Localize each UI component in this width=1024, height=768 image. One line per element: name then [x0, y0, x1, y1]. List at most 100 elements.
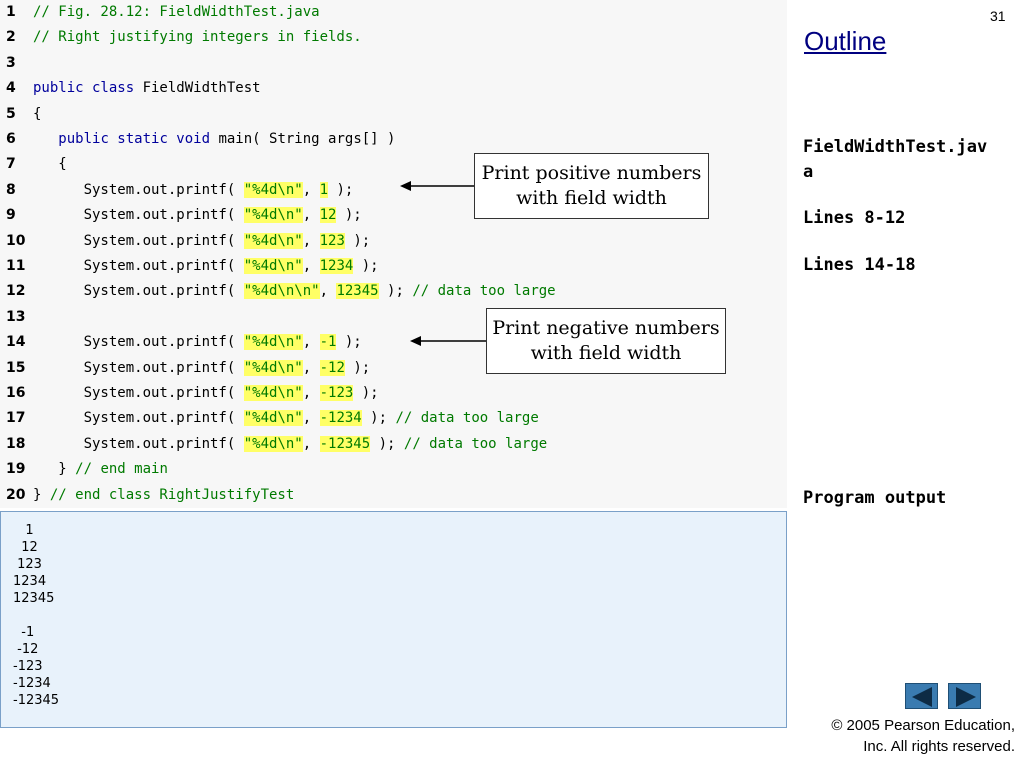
code-token: ,	[302, 334, 320, 351]
code-line: 13	[0, 305, 787, 330]
line-number: 19	[6, 461, 26, 478]
code-token: System.out.printf(	[33, 181, 244, 198]
code-token: System.out.printf(	[33, 232, 244, 249]
outline-title[interactable]: Outline	[804, 26, 887, 56]
code-token: 123	[319, 232, 345, 249]
code-token: -12	[319, 359, 345, 376]
line-number: 11	[6, 258, 26, 274]
code-token: // data too large	[403, 435, 548, 452]
code-line: 17 System.out.printf( "%4d\n", -1234 ); …	[0, 406, 787, 431]
callout-positive-line2: with field width	[516, 187, 667, 209]
code-line: 2// Right justifying integers in fields.	[0, 25, 787, 50]
code-token: );	[361, 410, 396, 427]
code-token: ,	[319, 283, 337, 300]
code-text: public class FieldWidthTest	[33, 76, 261, 101]
code-token: "%4d\n"	[243, 258, 303, 274]
code-text: System.out.printf( "%4d\n", -123 );	[33, 381, 379, 406]
code-token: System.out.printf(	[33, 334, 244, 351]
code-token: // Fig. 28.12: FieldWidthTest.java	[33, 4, 320, 20]
code-line: 9 System.out.printf( "%4d\n", 12 );	[0, 203, 787, 228]
code-line: 1// Fig. 28.12: FieldWidthTest.java	[0, 0, 787, 25]
callout-negative-line1: Print negative numbers	[492, 317, 720, 339]
code-text: } // end main	[33, 457, 168, 482]
code-line: 15 System.out.printf( "%4d\n", -12 );	[0, 356, 787, 381]
code-token: ,	[302, 435, 320, 452]
code-token: FieldWidthTest	[142, 80, 261, 97]
line-number: 5	[6, 105, 16, 122]
code-line: 14 System.out.printf( "%4d\n", -1 );	[0, 330, 787, 355]
arrow-positive	[400, 181, 474, 191]
callout-positive: Print positive numbers with field width	[474, 153, 709, 219]
code-token: "%4d\n\n"	[243, 283, 320, 300]
code-token: }	[33, 461, 76, 478]
code-line: 6 public static void main( String args[]…	[0, 127, 787, 152]
arrow-negative	[410, 336, 486, 346]
lines-ref-2: Lines 14-18	[803, 255, 916, 275]
code-token: "%4d\n"	[243, 207, 303, 224]
code-text: // Fig. 28.12: FieldWidthTest.java	[33, 0, 320, 25]
output-line: 1234	[13, 574, 47, 589]
line-number: 3	[6, 54, 16, 71]
code-token: );	[336, 334, 362, 351]
code-token: System.out.printf(	[33, 283, 244, 300]
output-line: -12345	[13, 693, 60, 708]
file-label-line2: a	[803, 162, 814, 182]
code-token: // Right justifying integers in fields.	[33, 29, 362, 46]
code-line: 4 public class FieldWidthTest	[0, 76, 787, 101]
output-line: 12345	[13, 591, 55, 606]
code-text: public static void main( String args[] )	[33, 127, 395, 152]
next-slide-button[interactable]	[948, 683, 981, 709]
code-token: );	[353, 258, 379, 274]
code-token: {	[33, 105, 42, 122]
code-token: System.out.printf(	[33, 385, 244, 401]
code-token: // end class RightJustifyTest	[49, 486, 295, 503]
code-token: System.out.printf(	[33, 410, 244, 427]
code-token: );	[336, 207, 362, 224]
line-number: 10	[6, 232, 26, 249]
code-token: );	[370, 435, 404, 452]
code-token: public class	[33, 80, 143, 97]
callout-positive-line1: Print positive numbers	[481, 162, 702, 184]
code-token: "%4d\n"	[243, 181, 303, 198]
code-token: }	[33, 486, 50, 503]
code-line: 16 System.out.printf( "%4d\n", -123 );	[0, 381, 787, 406]
callout-negative-line2: with field width	[530, 342, 682, 364]
code-text: {	[33, 152, 67, 177]
code-text: System.out.printf( "%4d\n", -1 );	[33, 330, 362, 355]
code-line: 18 System.out.printf( "%4d\n", -12345 );…	[0, 432, 787, 457]
code-token: "%4d\n"	[243, 435, 303, 452]
code-line: 11 System.out.printf( "%4d\n", 1234 );	[0, 254, 787, 279]
code-token: -1234	[319, 410, 362, 427]
line-number: 17	[6, 410, 26, 427]
code-token	[33, 131, 58, 147]
line-number: 13	[6, 308, 26, 325]
code-token: {	[33, 156, 67, 173]
line-number: 7	[6, 156, 16, 173]
copyright: © 2005 Pearson Education, Inc. All right…	[780, 715, 1015, 757]
code-token: System.out.printf(	[33, 258, 244, 274]
code-token: );	[353, 385, 379, 401]
prev-slide-button[interactable]	[905, 683, 938, 709]
code-text: System.out.printf( "%4d\n\n", 12345 ); /…	[33, 279, 556, 304]
line-number: 4	[6, 80, 16, 97]
line-number: 9	[6, 207, 16, 224]
code-line: 3	[0, 51, 787, 76]
code-text: System.out.printf( "%4d\n", 1234 );	[33, 254, 379, 279]
code-text: System.out.printf( "%4d\n", 123 );	[33, 229, 370, 254]
copyright-line1: © 2005 Pearson Education,	[831, 717, 1015, 734]
lines-ref-1: Lines 8-12	[803, 208, 906, 228]
line-number: 14	[6, 334, 26, 351]
file-label-line1: FieldWidthTest.jav	[803, 137, 988, 157]
code-token: );	[328, 181, 354, 198]
code-token: );	[344, 359, 371, 376]
code-token: System.out.printf(	[33, 359, 244, 376]
code-token: ,	[302, 232, 320, 249]
program-output-label: Program output	[803, 488, 947, 508]
line-number: 8	[6, 181, 16, 198]
code-text: {	[33, 102, 41, 127]
line-number: 6	[6, 131, 16, 147]
code-text: System.out.printf( "%4d\n", 1 );	[33, 178, 353, 203]
code-line: 7 {	[0, 152, 787, 177]
output-line: -1234	[13, 676, 51, 691]
code-token: -1	[319, 334, 337, 351]
